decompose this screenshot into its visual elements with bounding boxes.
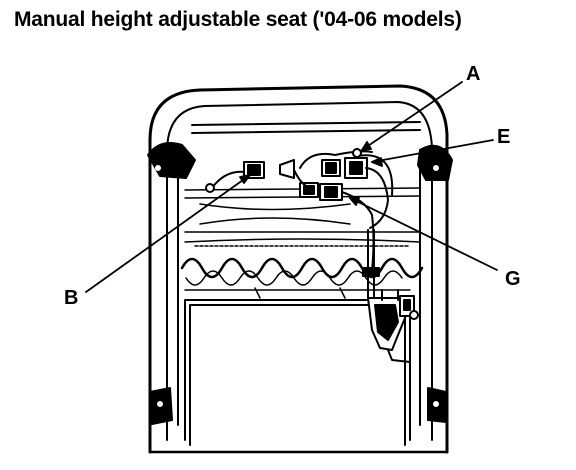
leader-g bbox=[349, 197, 498, 271]
lower-left-bracket bbox=[149, 387, 173, 425]
callout-a: A bbox=[466, 63, 480, 85]
leader-b bbox=[85, 174, 251, 293]
leader-e bbox=[371, 139, 494, 163]
callout-b: B bbox=[64, 287, 78, 309]
lower-right-bracket bbox=[427, 387, 447, 423]
callout-g: G bbox=[505, 268, 521, 290]
upper-left-hinge bbox=[147, 142, 196, 179]
callout-e: E bbox=[497, 126, 510, 148]
leader-a bbox=[361, 81, 463, 151]
wire-harness bbox=[205, 148, 394, 301]
leader-lines bbox=[85, 81, 498, 293]
diagram-title: Manual height adjustable seat ('04-06 mo… bbox=[14, 8, 462, 31]
upper-right-hinge bbox=[417, 144, 453, 181]
seat-springs bbox=[180, 257, 424, 299]
height-adjust-mechanism bbox=[367, 289, 419, 363]
